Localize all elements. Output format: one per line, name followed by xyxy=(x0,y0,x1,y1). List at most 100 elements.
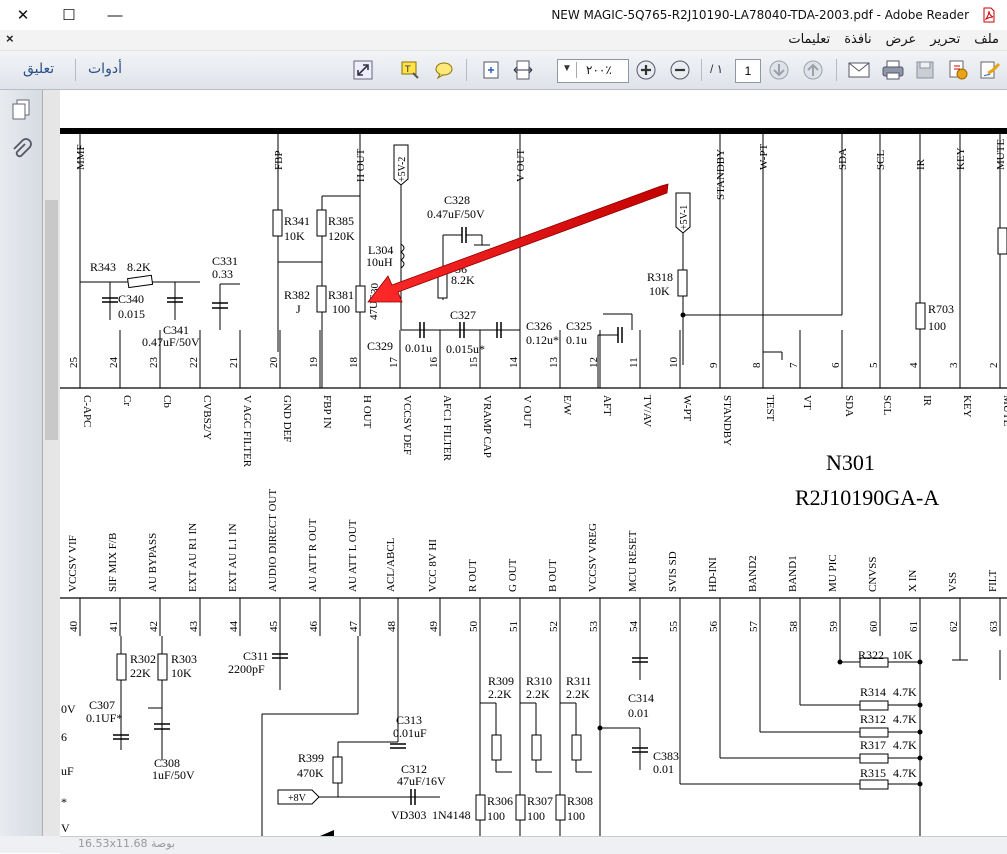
next-page-icon[interactable] xyxy=(766,58,792,82)
value-c327: 0.015u* xyxy=(446,342,485,356)
signal-label-6: SDA xyxy=(837,148,849,170)
supply-tag-8v: +8V xyxy=(277,789,320,805)
pin-number-45: 45 xyxy=(268,621,280,633)
zoom-select[interactable]: ▼ ٢٠٠٪ xyxy=(557,59,629,83)
value-r312: 4.7K xyxy=(893,712,917,726)
pin-label-56: HD-INI xyxy=(707,557,719,592)
pin-number-53: 53 xyxy=(588,621,600,633)
pin-label-19: FBP IN xyxy=(321,395,333,429)
pin-label-60: CNVSS xyxy=(867,557,879,592)
fit-page-icon[interactable] xyxy=(478,58,504,82)
zoom-in-icon[interactable] xyxy=(633,58,659,82)
value-r308: 100 xyxy=(567,809,585,823)
close-document-button[interactable]: × xyxy=(6,31,14,46)
value-r306: 100 xyxy=(487,809,505,823)
signal-label-7: SCL xyxy=(875,150,887,170)
label-r309: R309 xyxy=(488,674,514,688)
pin-label-47: AU ATT L OUT xyxy=(347,519,359,592)
attachments-icon[interactable] xyxy=(9,138,33,162)
pin-number-8: 8 xyxy=(751,362,763,368)
signal-label-1: FBP xyxy=(273,150,285,170)
label-r399: R399 xyxy=(298,751,324,765)
pin-label-53: VCCSV VREG xyxy=(587,523,599,592)
vertical-scrollbar[interactable] xyxy=(43,90,60,836)
menu-view[interactable]: عرض xyxy=(885,32,917,47)
pin-label-9: STANDBY xyxy=(721,395,733,446)
menu-items: ملف تحرير عرض نافذة تعليمات xyxy=(788,32,999,47)
minimize-button[interactable]: — xyxy=(107,6,123,24)
pin-number-41: 41 xyxy=(108,621,120,632)
pin-number-59: 59 xyxy=(828,621,840,633)
pin-number-5: 5 xyxy=(868,362,880,368)
page-number-input[interactable]: 1 xyxy=(735,59,761,83)
highlight-text-icon[interactable]: T xyxy=(397,58,423,82)
pin-label-14: V OUT xyxy=(521,395,533,428)
page-thumbnails-icon[interactable] xyxy=(9,98,33,122)
pin-label-46: AU ATT R OUT xyxy=(307,518,319,592)
pin-label-21: V AGC FILTER xyxy=(241,395,253,468)
menu-file[interactable]: ملف xyxy=(974,32,999,47)
sign-document-icon[interactable] xyxy=(977,58,1003,82)
pin-number-18: 18 xyxy=(348,357,360,369)
label-r343: R343 xyxy=(90,260,116,274)
resistor-r308 xyxy=(555,794,566,821)
create-pdf-icon[interactable] xyxy=(945,58,971,82)
close-window-button[interactable]: ✕ xyxy=(16,7,30,24)
signal-label-9: KEY xyxy=(955,147,967,170)
menu-edit[interactable]: تحرير xyxy=(930,32,961,47)
pin-number-42: 42 xyxy=(148,621,160,632)
email-icon[interactable] xyxy=(846,58,872,82)
value-c307: 0.1UF* xyxy=(86,711,122,725)
pin-number-43: 43 xyxy=(188,621,200,633)
print-icon[interactable] xyxy=(880,58,906,82)
value-c312: 47uF/16V xyxy=(397,774,446,788)
navigation-panel xyxy=(0,90,43,853)
pin-label-44: EXT AU L1 IN xyxy=(227,523,239,592)
pin-number-55: 55 xyxy=(668,621,680,633)
label-r341: R341 xyxy=(284,214,310,228)
value-r315: 4.7K xyxy=(893,766,917,780)
pin-number-44: 44 xyxy=(228,621,240,633)
pin-label-55: SVIS SD xyxy=(667,551,679,592)
title-bar: ✕ ☐ — NEW MAGIC-5Q765-R2J10190-LA78040-T… xyxy=(0,0,1007,30)
resistor-r703 xyxy=(915,302,926,330)
resistor-r306 xyxy=(475,794,486,821)
pin-number-16: 16 xyxy=(428,357,440,369)
resistor-r399 xyxy=(332,756,343,784)
pin-label-13: E/W xyxy=(561,395,573,416)
maximize-button[interactable]: ☐ xyxy=(62,7,76,24)
chip-part-number: R2J10190GA-A xyxy=(795,485,939,510)
value-r303: 10K xyxy=(171,666,192,680)
pin-number-21: 21 xyxy=(228,357,240,368)
menu-window[interactable]: نافذة xyxy=(844,32,872,47)
label-r315: R315 xyxy=(860,766,886,780)
menu-help[interactable]: تعليمات xyxy=(788,32,831,47)
pin-number-10: 10 xyxy=(668,357,680,369)
label-r318: R318 xyxy=(647,270,673,284)
value-c341: 0.47uF/50V xyxy=(142,335,200,349)
sticky-note-icon[interactable] xyxy=(431,58,457,82)
scrollbar-thumb[interactable] xyxy=(45,200,58,440)
value-r343: 8.2K xyxy=(127,260,151,274)
pin-label-54: MCU RESET xyxy=(627,530,639,592)
label-l304: L304 xyxy=(368,243,393,257)
comment-pane-button[interactable]: تعليق xyxy=(23,61,55,77)
previous-page-icon[interactable] xyxy=(800,58,826,82)
pin-number-60: 60 xyxy=(868,621,880,633)
label-c313: C313 xyxy=(396,713,422,727)
pin-label-23: Cb xyxy=(161,395,173,408)
pin-label-15: VRAMP CAP xyxy=(481,395,493,458)
fit-width-icon[interactable] xyxy=(510,58,536,82)
tools-pane-button[interactable]: أدوات xyxy=(88,61,122,77)
supply-tag-5v2: +5V-2 xyxy=(393,144,409,186)
save-icon[interactable] xyxy=(912,58,938,82)
pin-number-19: 19 xyxy=(308,357,320,369)
fragment-uf: uF xyxy=(61,764,74,778)
expand-icon[interactable] xyxy=(350,58,376,82)
zoom-out-icon[interactable] xyxy=(667,58,693,82)
label-r308: R308 xyxy=(567,794,593,808)
resistor-r382 xyxy=(316,285,327,313)
